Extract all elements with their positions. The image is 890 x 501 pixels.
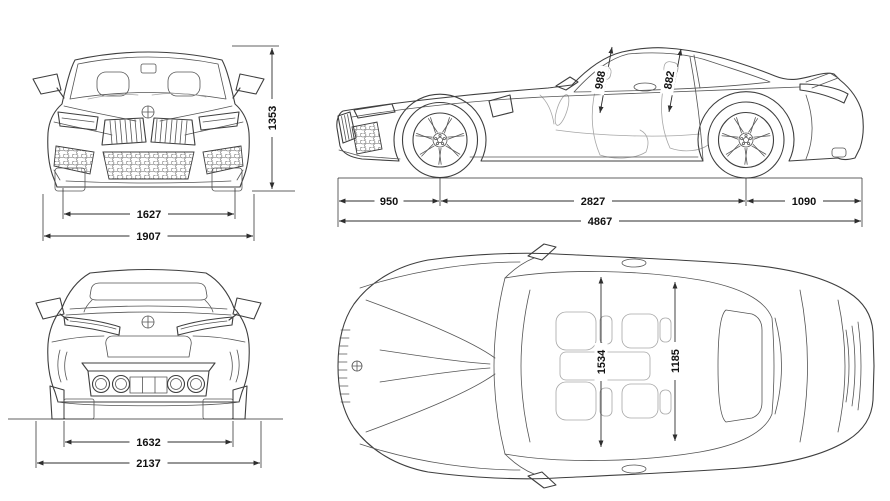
front-right-tire: [211, 167, 243, 192]
dimension-overall-length: 4867: [339, 214, 861, 228]
top-rear-deck: [774, 289, 862, 443]
rear-dimensions: 1632 2137: [8, 418, 283, 470]
dim-label-front-width: 1907: [136, 231, 160, 243]
dim-label-wheelbase: 2827: [581, 196, 605, 208]
side-interior: [539, 61, 709, 159]
top-dimensions: 1534 1185: [594, 277, 682, 447]
dimension-front-overhang: 950: [339, 194, 439, 208]
dimension-wheelbase: 2827: [441, 194, 745, 208]
taillight: [799, 83, 849, 104]
dim-label-rear-overhang: 1090: [792, 196, 816, 208]
door-handle-bottom: [621, 464, 647, 474]
dimension-front-track: 1627: [62, 188, 236, 221]
trunk-recess: [105, 335, 192, 358]
top-side-mirrors: [527, 243, 647, 489]
rear-window-top: [717, 309, 763, 423]
dimension-headroom-rear: 882: [660, 48, 683, 113]
rear-bumper-vents: [57, 349, 240, 383]
rear-wheel: [707, 101, 785, 179]
side-dimensions: 988 882 950: [337, 46, 863, 228]
front-dimensions: 1353 1627 1907: [42, 45, 295, 243]
top-front-grille: [338, 329, 363, 403]
bmw-roundel-icon: [141, 105, 155, 119]
bmw-roundel-top-icon: [351, 360, 363, 372]
dimension-rear-track: 1632: [63, 421, 234, 449]
front-kidney-grilles: [101, 117, 196, 146]
dimension-front-overall-width: 1907: [42, 194, 255, 243]
side-front-fascia: [337, 94, 514, 160]
top-view: 1534 1185: [337, 243, 875, 489]
dimension-shoulder-rear: 1185: [668, 282, 682, 441]
side-rear-details: [799, 72, 849, 160]
rear-taillights: [63, 316, 234, 336]
exhaust-tip: [831, 147, 847, 158]
fender-vent: [488, 94, 514, 118]
rear-view: 1632 2137: [8, 268, 283, 470]
rear-diffuser: [81, 362, 216, 397]
exhaust-tips: [91, 374, 206, 394]
rearview-mirror: [140, 63, 157, 74]
front-headlights: [57, 111, 240, 131]
dim-label-front-track: 1627: [137, 209, 161, 221]
side-mirror: [555, 76, 579, 91]
dimension-width-with-mirrors: 2137: [35, 421, 262, 470]
dim-label-width-mirrors: 2137: [136, 458, 160, 470]
front-left-tire: [54, 167, 86, 192]
dim-label-shoulder-rear: 1185: [670, 349, 682, 373]
front-air-intakes: [53, 145, 244, 180]
front-wheel: [401, 101, 479, 179]
dimension-shoulder-front: 1534: [594, 277, 608, 447]
side-view: 988 882 950: [336, 46, 864, 228]
dim-label-height: 1353: [267, 106, 279, 130]
dimension-rear-overhang: 1090: [747, 194, 861, 208]
dimension-headroom-front: 988: [591, 46, 614, 114]
front-view: 1353 1627 1907: [32, 45, 295, 243]
top-glasshouse: [493, 257, 775, 475]
rear-side-mirrors: [35, 297, 262, 321]
top-body-outline: [337, 252, 875, 480]
steering-wheel: [554, 94, 570, 126]
door-handle: [633, 82, 657, 92]
bmw-roundel-rear-icon: [141, 315, 155, 329]
dim-label-headroom-front: 988: [593, 70, 608, 90]
door-handle-top: [621, 258, 647, 268]
side-body-outline: [336, 47, 864, 162]
front-wheels: [54, 167, 243, 192]
dim-label-length: 4867: [588, 216, 612, 228]
dim-label-rear-track: 1632: [136, 437, 160, 449]
rear-window: [83, 282, 214, 313]
dim-label-headroom-rear: 882: [662, 70, 677, 90]
dim-label-front-overhang: 950: [380, 196, 398, 208]
rear-body-outline: [47, 268, 250, 407]
front-side-mirrors: [32, 73, 265, 99]
dim-label-shoulder-front: 1534: [596, 349, 608, 374]
front-windshield: [69, 56, 227, 100]
top-seats: [555, 311, 672, 421]
dimension-height: 1353: [232, 45, 295, 192]
